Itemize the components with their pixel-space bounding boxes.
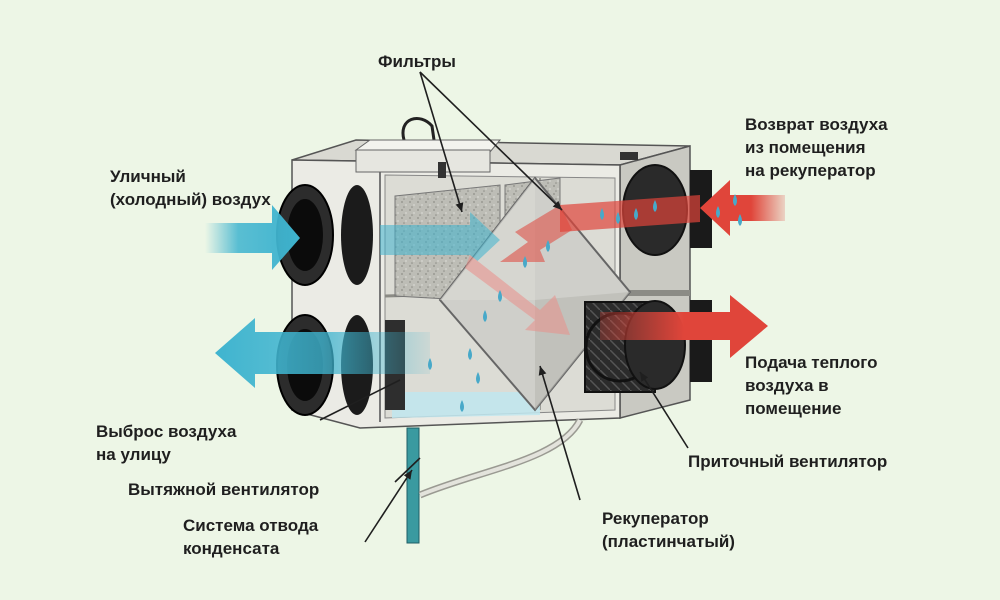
exhaust-air-arrow (215, 318, 430, 388)
cold-air-internal-flow (380, 212, 570, 335)
outdoor-air-arrow (205, 205, 300, 270)
return-air-arrow (500, 180, 785, 262)
leader-lines (319, 71, 689, 543)
warm-supply-arrow (600, 295, 768, 358)
condensate-tray (392, 392, 540, 418)
condensate-droplets (428, 194, 742, 412)
leader-filters-left (419, 71, 464, 213)
label-exhaust-outside: Выброс воздуха на улицу (96, 422, 237, 464)
condensate-drain (406, 418, 584, 544)
label-return-air: Возврат воздуха из помещения на рекупера… (745, 115, 888, 180)
leader-exhaust-outside (319, 379, 401, 421)
label-outdoor-air: Уличный (холодный) воздух (110, 167, 271, 209)
label-exhaust-fan: Вытяжной вентилятор (128, 480, 320, 499)
label-warm-supply: Подача теплого воздуха в помещение (745, 353, 878, 418)
label-recuperator: Рекуператор (пластинчатый) (602, 509, 735, 551)
label-supply-fan: Приточный вентилятор (688, 452, 888, 471)
outdoor-air-intake-pipe (276, 184, 373, 286)
label-condensate-system: Система отвода конденсата (183, 516, 319, 558)
leader-recuperator (538, 365, 581, 501)
leader-supply-fan (639, 371, 689, 449)
leader-filters-right (419, 71, 563, 211)
leader-condensate (364, 469, 413, 543)
label-filters: Фильтры (378, 52, 456, 71)
control-box (354, 117, 638, 178)
